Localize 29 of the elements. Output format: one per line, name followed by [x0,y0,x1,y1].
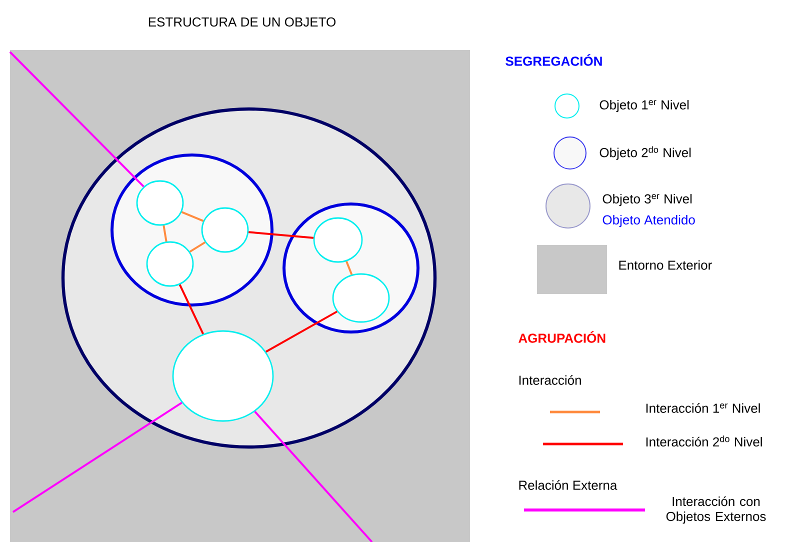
legend-text: Interacción 2$^{do}$ Nivel [646,435,762,447]
connector-line [162,225,168,242]
legend-text: Entorno Exterior [619,260,712,270]
connector-line [346,260,353,275]
group-label: Interacción [519,375,581,385]
object-circle [172,330,274,422]
object-circle [146,241,194,287]
title: ESTRUCTURA DE UN OBJETO [148,17,336,27]
legend-text: Objeto 1$^{er}$ Nivel [600,100,689,112]
connector-line [178,284,204,334]
legend-text: Interacción 1$^{er}$ Nivel [646,403,760,413]
heading: SEGREGACIÓN [506,54,602,66]
legend-text: Interacción con Objetos Externos [666,496,766,524]
connector-line [12,402,182,513]
connector-line [189,241,206,253]
legend-text: Objeto 2$^{do}$ Nivel [600,146,691,160]
object-circle [332,273,390,323]
group-label: Relación Externa [519,480,618,490]
connector-line [181,211,204,222]
connector-line [265,310,338,353]
legend-text: Objeto 3$^{er}$ Nivel [602,194,692,206]
object-circle [136,180,184,226]
connector-line [254,410,373,542]
connector-line [9,51,144,188]
connector-line [248,231,314,239]
object-circle [313,217,363,263]
note-text: Objeto Atendido [602,214,695,228]
heading: AGRUPACIÓN [518,331,606,343]
object-circle [201,207,249,253]
